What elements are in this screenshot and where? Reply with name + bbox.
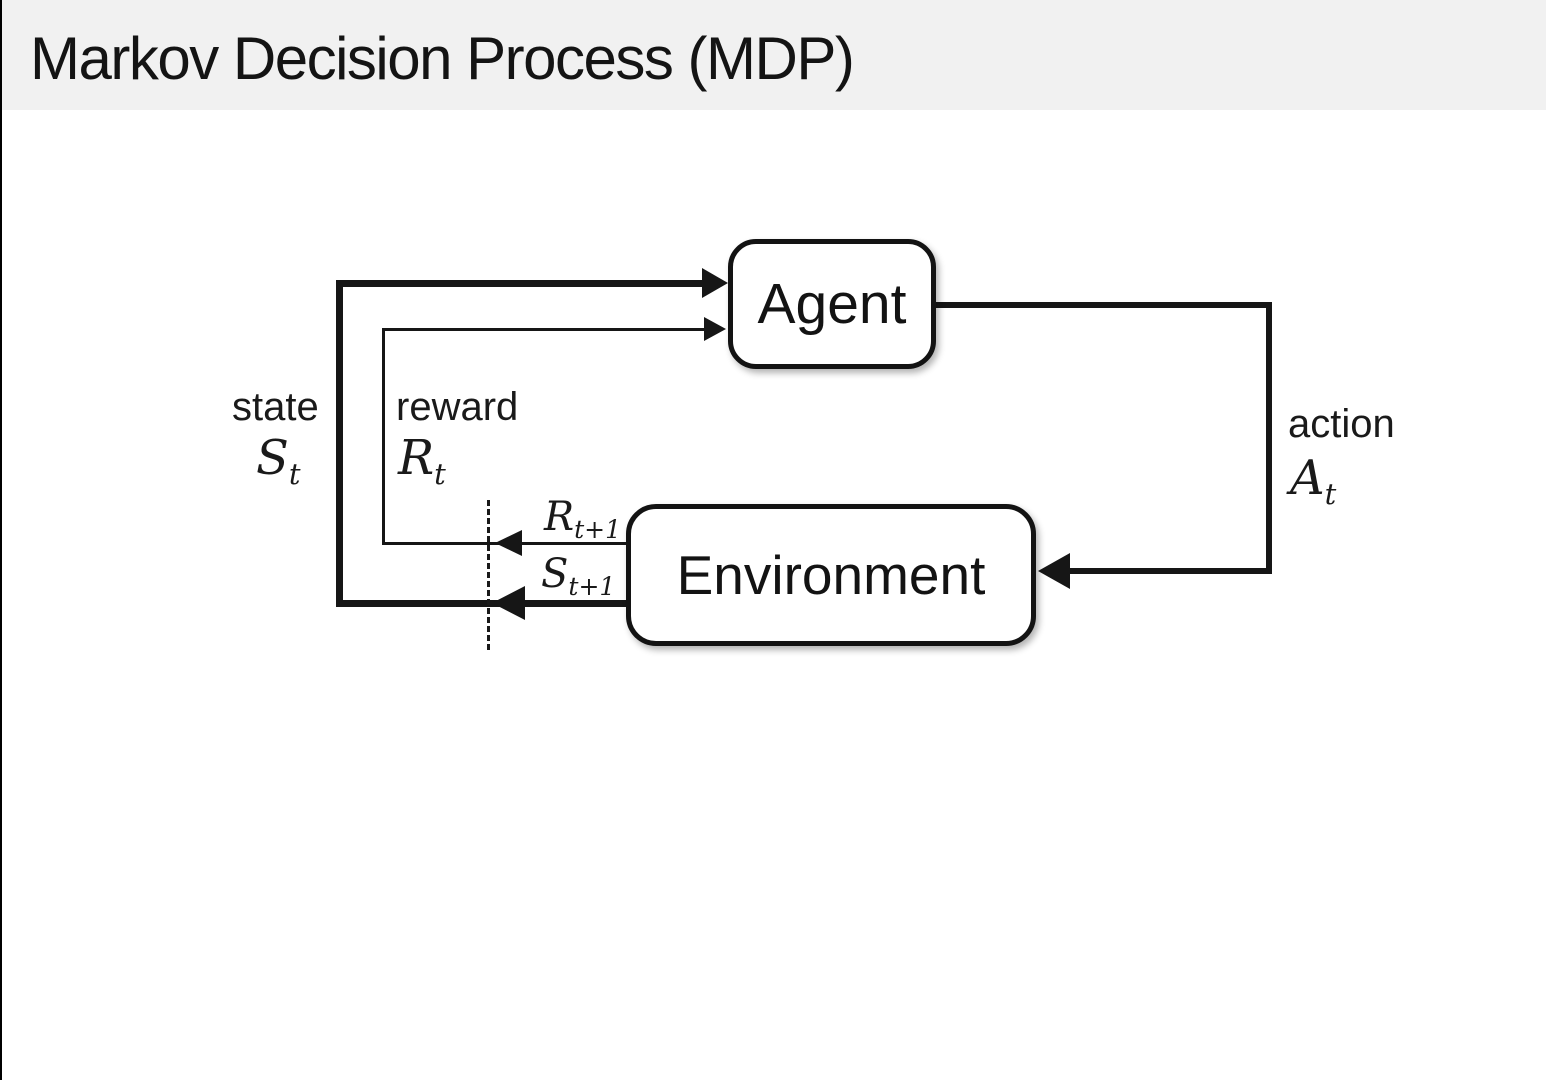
environment-label: Environment [676,544,986,606]
action-line-bottom [1066,568,1272,574]
state-line-left [336,280,343,607]
action-symbol: At [1290,450,1337,511]
agent-box: Agent [728,239,936,369]
time-boundary-dashed-line [487,500,490,650]
state-symbol: St [256,430,301,491]
state-arrowhead-into-agent-icon [702,268,728,298]
next-reward-symbol: Rt+1 [544,494,622,544]
state-line-top [336,280,704,287]
slide-header: Markov Decision Process (MDP) [0,0,1546,110]
action-label: action [1288,402,1395,446]
environment-box: Environment [626,504,1036,646]
action-arrowhead-into-environment-icon [1038,553,1070,589]
bullet-list: 1 Markov Decision Process can model a lo… [0,700,1546,1080]
reward-symbol: Rt [398,430,446,491]
state-line-bottom [336,600,630,607]
reward-arrowhead-into-agent-icon [704,317,726,341]
agent-label: Agent [757,272,907,336]
reward-line-left [382,328,385,544]
next-reward-arrowhead-icon [495,530,522,556]
reward-line-top [382,328,704,331]
reward-label: reward [396,385,519,429]
next-state-symbol: St+1 [541,551,616,601]
action-line-top [936,302,1272,308]
next-state-arrowhead-icon [492,586,525,620]
mdp-agent-environment-diagram: Agent Environment state St reward Rt act… [232,239,1395,650]
left-edge-line [0,0,2,1080]
action-line-right [1266,302,1272,574]
state-label: state [232,385,319,429]
page-title: Markov Decision Process (MDP) [30,24,855,92]
